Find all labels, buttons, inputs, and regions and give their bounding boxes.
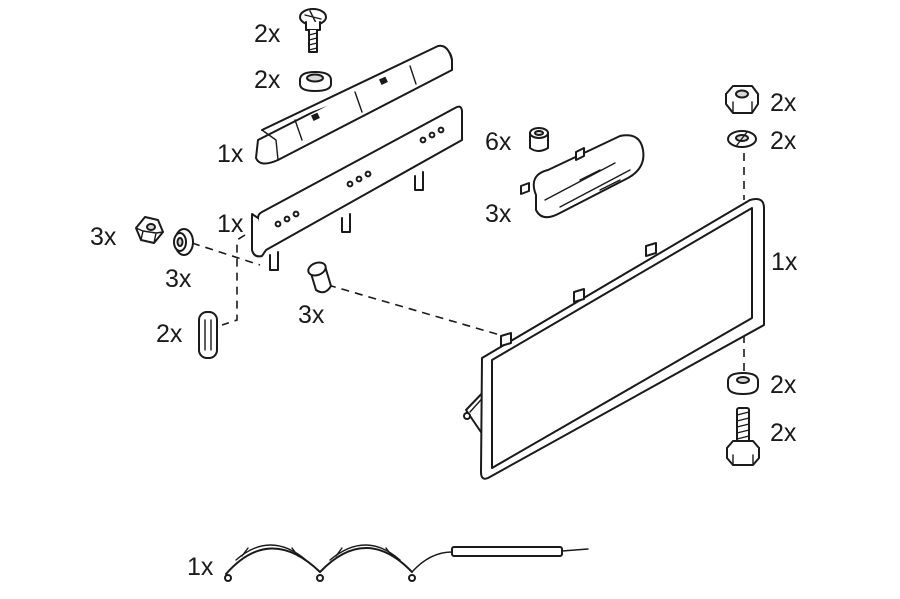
lamp-cover — [255, 44, 453, 165]
label-bulb: 3x — [485, 200, 512, 228]
label-lamp-housing: 1x — [217, 210, 244, 238]
nut-right — [725, 85, 759, 114]
label-bolt-bottom: 2x — [770, 419, 797, 447]
label-spacer-top: 2x — [254, 66, 281, 94]
lock-washer-right — [727, 130, 757, 148]
spacer-top — [299, 71, 332, 92]
clip-left — [198, 311, 218, 359]
label-cable-harness: 1x — [187, 553, 214, 581]
bulb-holder-small — [529, 127, 549, 152]
label-lock-washer-right: 2x — [770, 127, 797, 155]
cable-harness — [224, 544, 589, 582]
label-nut-right: 2x — [770, 89, 797, 117]
backplate — [463, 198, 765, 480]
screw-top — [299, 8, 327, 53]
backplate-studs — [500, 242, 657, 347]
lamp-housing — [251, 105, 463, 271]
housing-holes — [274, 126, 445, 228]
washer-left — [173, 228, 194, 256]
label-spacer-mid: 3x — [298, 301, 325, 329]
quantity-labels: 2x 2x 1x 1x 6x 3x 3x 3x 3x 2x 2x 2x 1x 2… — [90, 20, 798, 581]
label-screw-top: 2x — [254, 20, 281, 48]
label-washer-bottom: 2x — [770, 371, 797, 399]
label-backplate: 1x — [771, 248, 798, 276]
label-clip-left: 2x — [156, 320, 183, 348]
lamp-lens — [520, 134, 645, 219]
label-bulb-holder-small: 6x — [485, 128, 512, 156]
nut-left — [135, 216, 164, 244]
washer-bottom — [727, 372, 759, 395]
label-washer-left: 3x — [165, 265, 192, 293]
bolt-bottom — [726, 407, 760, 466]
assembly-lines — [191, 153, 745, 375]
spacer-mid — [307, 261, 332, 294]
label-nut-left: 3x — [90, 223, 117, 251]
label-lamp-cover: 1x — [217, 140, 244, 168]
